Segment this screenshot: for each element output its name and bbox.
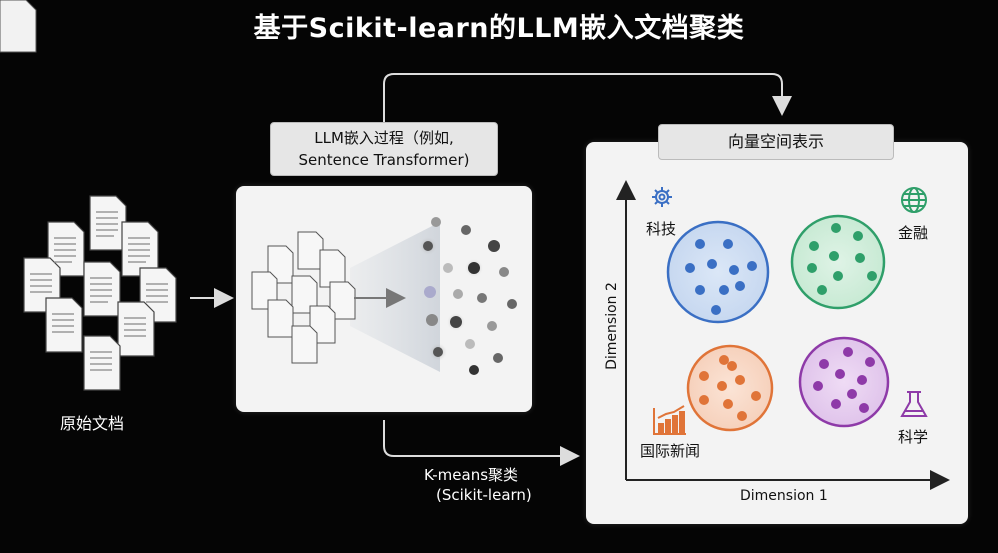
page-title: 基于Scikit-learn的LLM嵌入文档聚类 xyxy=(253,13,745,44)
embedding-process-line1: LLM嵌入过程（例如, xyxy=(314,129,454,147)
x-axis-label: Dimension 1 xyxy=(740,488,828,504)
label-tech: 科技 xyxy=(646,220,677,238)
label-science: 科学 xyxy=(898,428,929,446)
bar-chart-icon xyxy=(653,405,686,435)
kmeans-connector-arrow xyxy=(383,420,580,466)
embedding-process-line2: Sentence Transformer) xyxy=(298,151,470,169)
vector-space-title: 向量空间表示 xyxy=(658,124,894,160)
raw-documents-label: 原始文档 xyxy=(60,414,125,433)
kmeans-sub-label: (Scikit-learn) xyxy=(436,486,532,504)
gear-icon xyxy=(652,187,672,207)
y-axis-label: Dimension 2 xyxy=(604,282,620,370)
embedding-process-box: LLM嵌入过程（例如, Sentence Transformer) xyxy=(270,122,498,176)
flask-icon xyxy=(900,391,928,417)
top-connector-arrow xyxy=(383,73,792,122)
cluster-world-news xyxy=(686,344,774,432)
globe-icon xyxy=(901,187,927,213)
label-finance: 金融 xyxy=(898,224,929,242)
label-world-news: 国际新闻 xyxy=(640,442,701,460)
cluster-tech xyxy=(666,220,770,324)
kmeans-label: K-means聚类 xyxy=(424,466,519,484)
